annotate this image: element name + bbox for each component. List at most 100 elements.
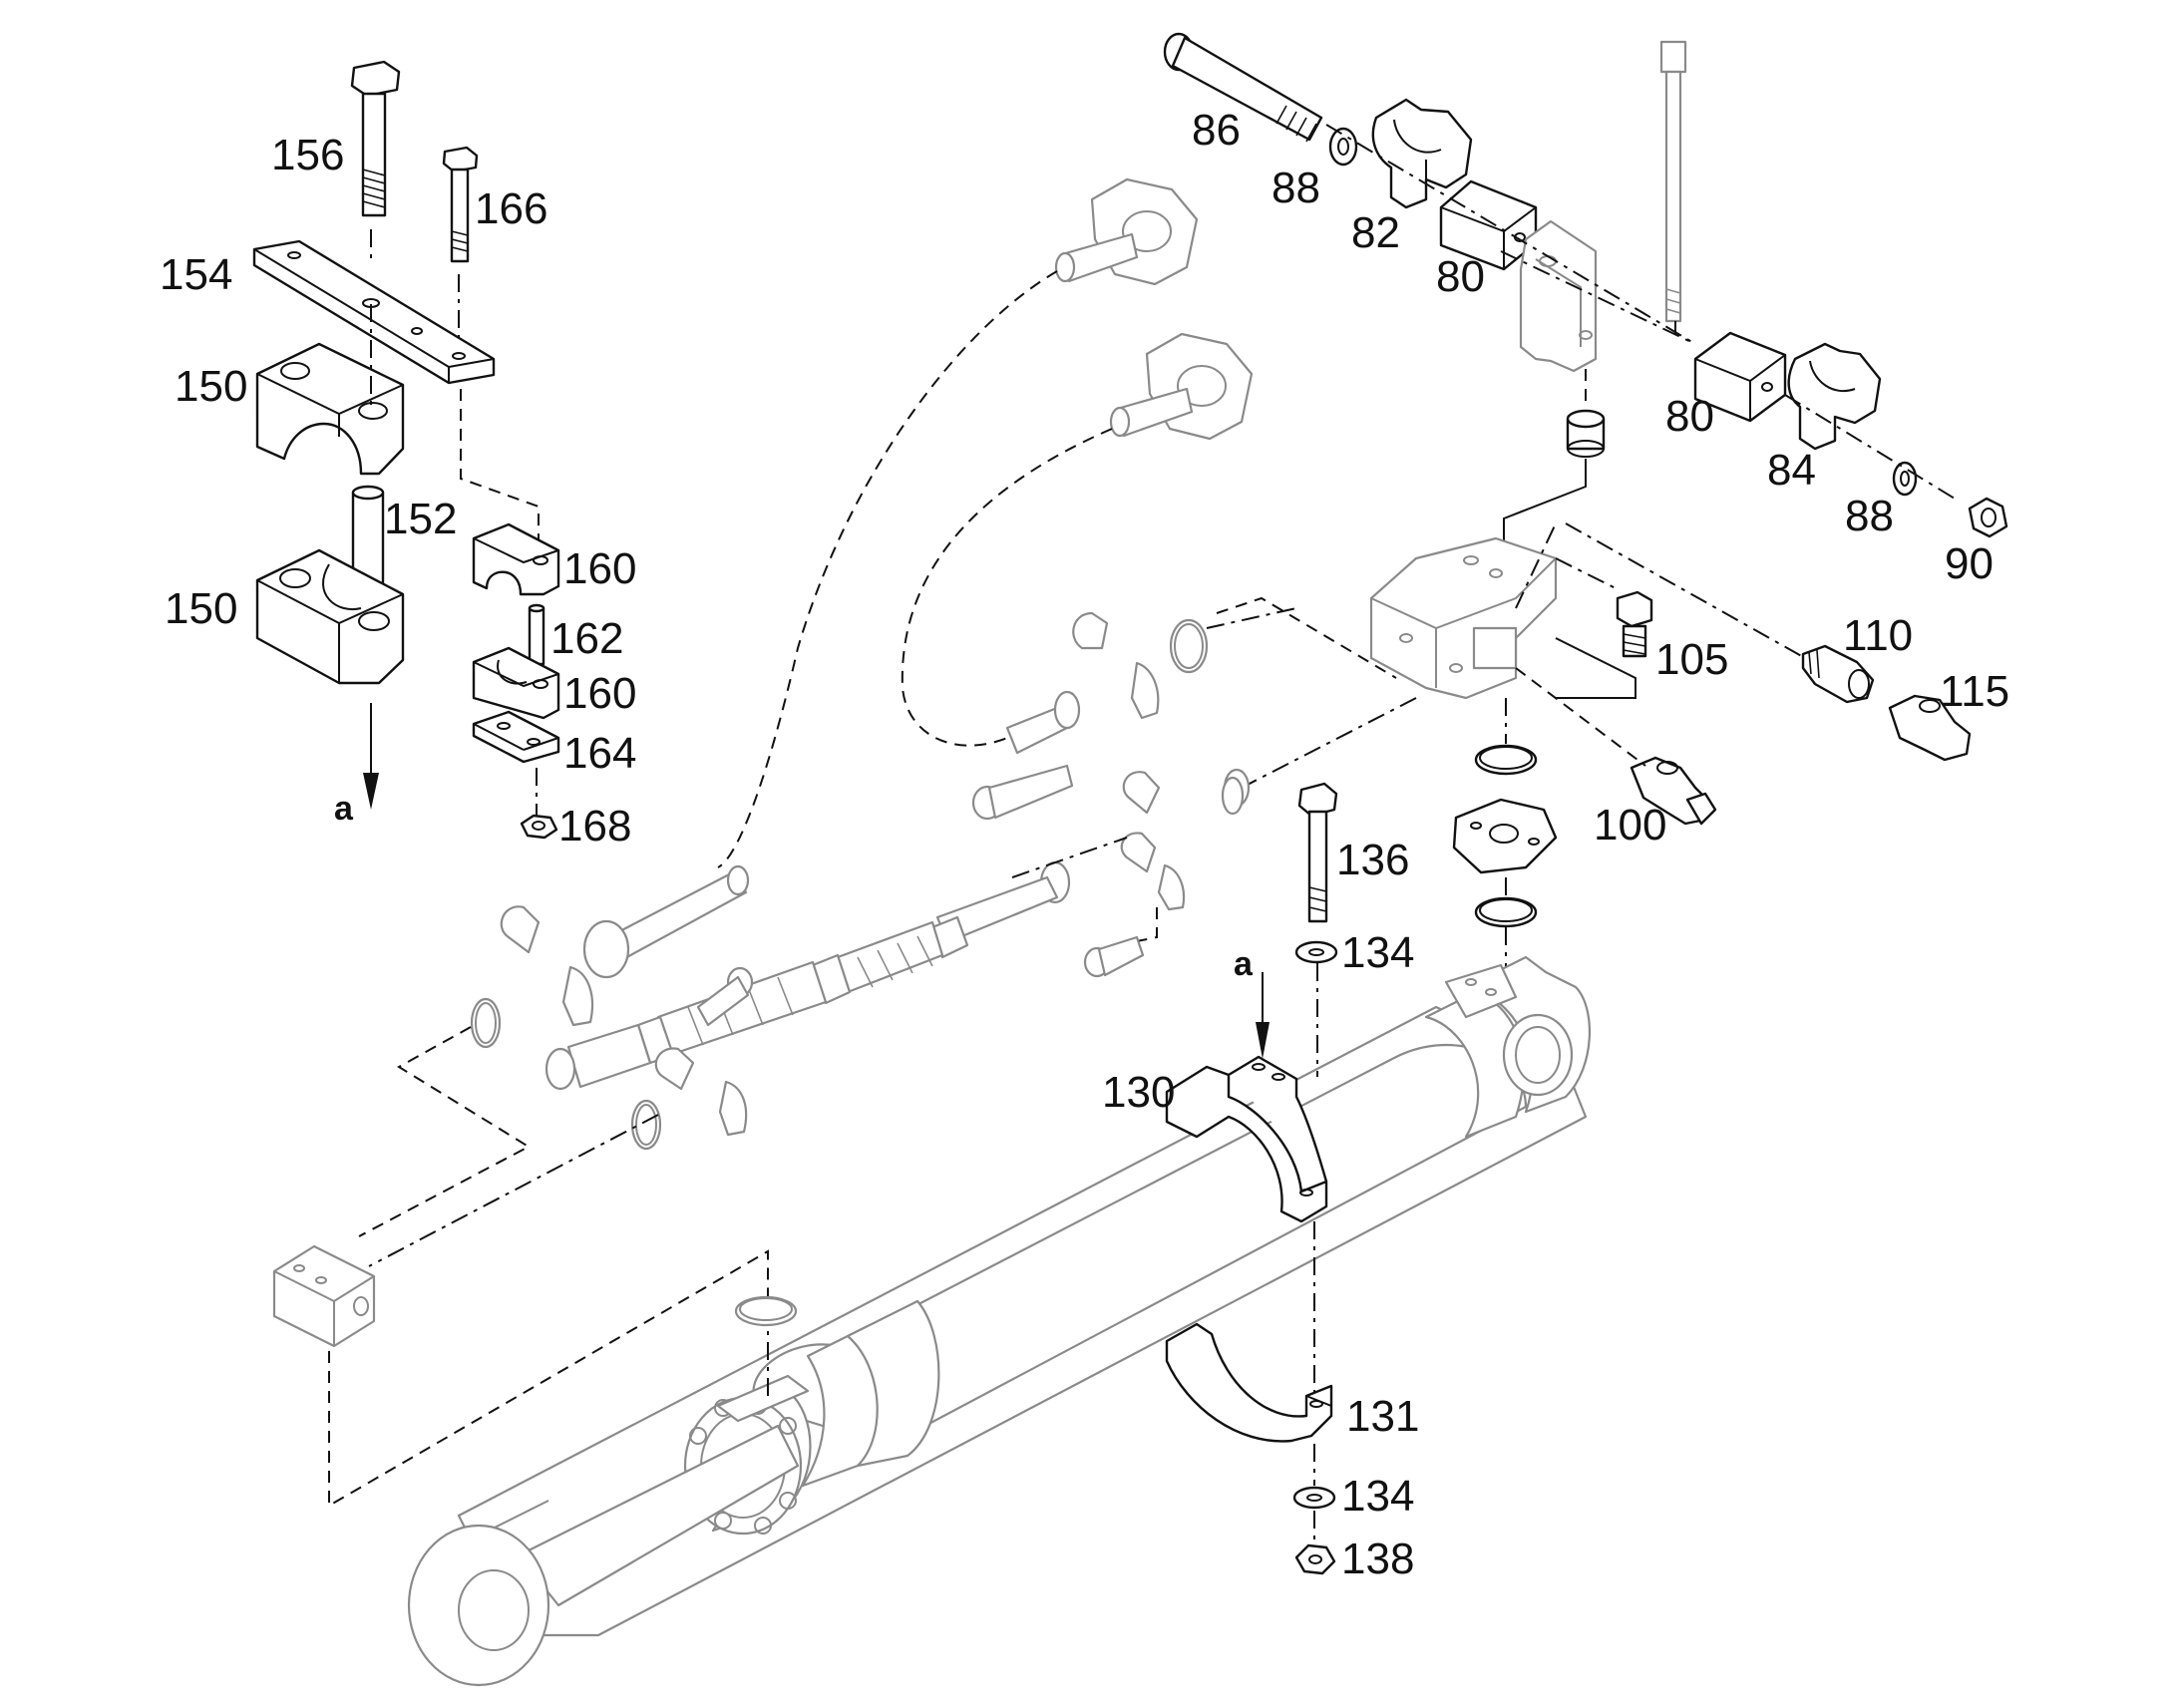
hydraulic-cylinder bbox=[407, 955, 1591, 1687]
callout-110: 110 bbox=[1843, 611, 1913, 660]
callout-156: 156 bbox=[271, 131, 344, 179]
callout-115: 115 bbox=[1940, 667, 2009, 716]
callout-134-upper: 134 bbox=[1341, 928, 1414, 977]
o-ring-upper bbox=[1474, 744, 1538, 776]
callout-82: 82 bbox=[1351, 208, 1400, 257]
clamp-160-upper bbox=[472, 522, 560, 596]
plate-154 bbox=[252, 239, 496, 385]
washer-134a bbox=[1294, 940, 1338, 964]
junction-block bbox=[272, 1244, 376, 1348]
clamp-half-150-lower bbox=[255, 548, 405, 685]
spacer bbox=[1566, 409, 1606, 458]
leader-100 bbox=[1515, 667, 1646, 767]
pin-162 bbox=[528, 603, 545, 666]
callout-136: 136 bbox=[1336, 836, 1409, 884]
snap-ring-2 bbox=[630, 1099, 662, 1151]
arrow-a-head bbox=[363, 773, 379, 810]
callout-162: 162 bbox=[550, 614, 623, 663]
leader-166-to-160 bbox=[460, 389, 540, 553]
callout-84: 84 bbox=[1767, 446, 1816, 495]
callout-154: 154 bbox=[160, 250, 232, 299]
leader-hose-upper bbox=[1011, 837, 1128, 878]
flange-fitting-lower bbox=[1109, 332, 1254, 441]
fitting-105 bbox=[1616, 590, 1653, 658]
callout-80-right: 80 bbox=[1665, 392, 1714, 441]
callout-150-lower: 150 bbox=[165, 584, 237, 633]
snap-ring-3 bbox=[1221, 776, 1245, 816]
callout-164: 164 bbox=[563, 729, 636, 778]
callout-166: 166 bbox=[475, 184, 547, 233]
callout-131: 131 bbox=[1346, 1392, 1419, 1441]
callout-138: 138 bbox=[1341, 1535, 1414, 1583]
leader-105 bbox=[1555, 637, 1636, 699]
leader-snap-ring-1 bbox=[358, 1026, 532, 1237]
socket-screw-1 bbox=[971, 764, 1074, 821]
flange-plate bbox=[1452, 798, 1558, 874]
hose-end-1 bbox=[1005, 690, 1081, 755]
socket-screw-2 bbox=[1083, 935, 1145, 978]
leader-spacer-valve bbox=[1503, 459, 1587, 546]
o-ring-valve bbox=[1169, 618, 1209, 674]
leader-junction bbox=[328, 1249, 769, 1508]
callout-a-right: a bbox=[1234, 945, 1254, 983]
hose-route-upper bbox=[717, 270, 1058, 868]
leader-110 bbox=[1565, 522, 1806, 659]
nut-90 bbox=[1968, 497, 2008, 538]
o-ring-lower bbox=[1474, 896, 1538, 928]
nut-168 bbox=[520, 814, 558, 840]
washer-88b bbox=[1892, 461, 1918, 497]
clip-pair-4 bbox=[654, 1047, 748, 1137]
callout-130: 130 bbox=[1102, 1068, 1175, 1117]
leader-valve-port-2 bbox=[1241, 697, 1417, 789]
callout-160-lower: 160 bbox=[563, 669, 636, 718]
callout-88-upper: 88 bbox=[1272, 164, 1320, 212]
callout-134-lower: 134 bbox=[1341, 1472, 1414, 1521]
arrow-a2-head bbox=[1256, 1022, 1270, 1059]
bracket bbox=[1519, 219, 1598, 373]
hose-route-lower bbox=[901, 428, 1113, 747]
hose-left-straight bbox=[582, 864, 750, 979]
callout-80-left: 80 bbox=[1436, 252, 1485, 301]
callout-105: 105 bbox=[1655, 635, 1728, 684]
callout-90: 90 bbox=[1945, 539, 1994, 588]
long-bolt bbox=[1659, 40, 1687, 323]
clip-pair-3 bbox=[500, 905, 594, 1027]
leader-oring-valve bbox=[1206, 607, 1297, 629]
leader-valve-top bbox=[1515, 522, 1557, 609]
callout-150-upper: 150 bbox=[175, 362, 247, 411]
clamp-84 bbox=[1787, 342, 1882, 451]
clamp-82 bbox=[1371, 98, 1473, 209]
bolt-86 bbox=[1163, 32, 1323, 143]
leader-80-axis bbox=[1500, 250, 1696, 345]
clamp-130 bbox=[1165, 1055, 1328, 1223]
callout-152: 152 bbox=[384, 495, 457, 543]
leader-snap-ring-2 bbox=[368, 1114, 659, 1267]
valve-block bbox=[1369, 536, 1558, 700]
callout-160-upper: 160 bbox=[563, 544, 636, 593]
clamp-160-lower bbox=[472, 646, 560, 720]
fitting-115 bbox=[1888, 694, 1972, 762]
clip-pair-1 bbox=[1072, 611, 1160, 720]
leader-105a bbox=[1555, 557, 1617, 589]
nut-138 bbox=[1294, 1543, 1336, 1575]
clamp-half-150-upper bbox=[255, 342, 405, 476]
callout-a-left: a bbox=[334, 790, 354, 828]
callout-86: 86 bbox=[1192, 106, 1241, 155]
leader-valve-port bbox=[1216, 596, 1397, 679]
socket-screw-3 bbox=[696, 966, 754, 1027]
clamp-131 bbox=[1165, 1322, 1333, 1443]
bolt-156 bbox=[350, 60, 401, 217]
fitting-100 bbox=[1630, 756, 1717, 826]
fitting-110 bbox=[1801, 644, 1875, 704]
snap-ring-1 bbox=[470, 997, 502, 1049]
leader-90 bbox=[1784, 394, 1956, 500]
flange-fitting-upper bbox=[1054, 177, 1199, 286]
callout-168: 168 bbox=[558, 802, 631, 851]
callout-88-lower: 88 bbox=[1845, 492, 1894, 540]
plate-164 bbox=[472, 710, 560, 764]
callout-100: 100 bbox=[1594, 801, 1666, 850]
o-ring-cylinder bbox=[734, 1295, 798, 1327]
bolt-136 bbox=[1297, 782, 1338, 923]
